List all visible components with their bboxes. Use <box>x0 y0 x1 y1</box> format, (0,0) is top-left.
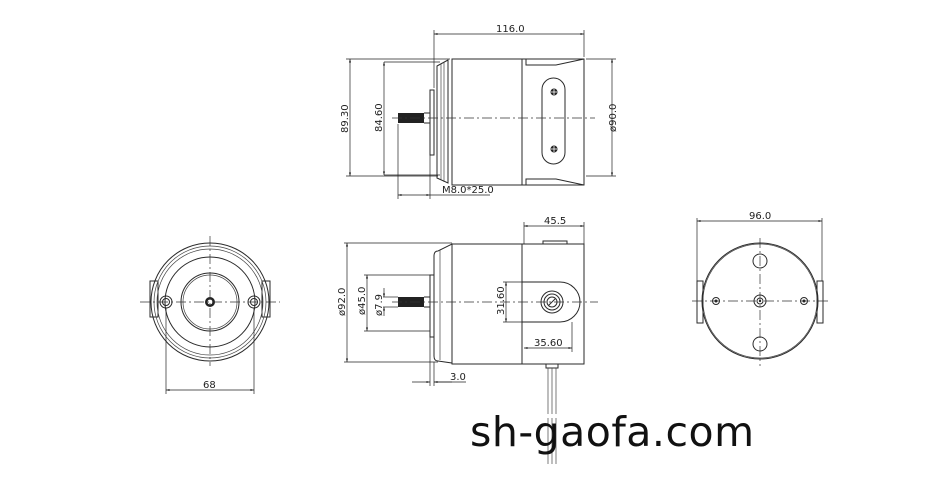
watermark: sh-gaofa.com <box>470 408 755 456</box>
left-end-view: 68 <box>140 236 280 394</box>
dim-shaft: ø7.9 <box>374 294 385 316</box>
dim-gear-width: 45.5 <box>544 216 566 227</box>
dim-end-diameter: 96.0 <box>749 211 771 222</box>
dim-flange: ø45.0 <box>357 287 368 315</box>
front-view: ø92.0 ø45.0 ø7.9 45.5 31.60 35.60 3.0 <box>337 216 598 464</box>
dim-length: 116.0 <box>496 24 525 35</box>
right-end-view: 96.0 <box>692 211 828 366</box>
dim-height-inner: 84.60 <box>374 103 385 132</box>
dim-hole-spacing: 68 <box>203 380 216 391</box>
dim-diameter: ø90.0 <box>608 104 619 132</box>
dim-terminal-width: 35.60 <box>534 338 563 349</box>
top-view: 116.0 89.30 84.60 ø90.0 M8.0*25.0 <box>340 24 619 199</box>
dim-flange-thickness: 3.0 <box>450 372 466 383</box>
dim-front-diameter: ø92.0 <box>337 288 348 316</box>
dim-thread: M8.0*25.0 <box>442 185 494 196</box>
dim-terminal-height: 31.60 <box>496 286 507 315</box>
dim-height-outer: 89.30 <box>340 104 351 133</box>
